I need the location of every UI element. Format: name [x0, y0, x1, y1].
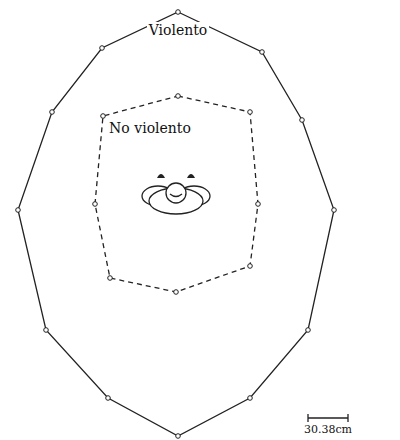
vertex-dot [50, 110, 55, 115]
octagon-outline [0, 0, 360, 440]
vertex-dot [300, 118, 305, 123]
zone-label: No violento [107, 120, 193, 137]
vertex-dot [101, 114, 106, 119]
scale-label: 30.38cm [304, 423, 352, 436]
figure-ear [157, 174, 165, 178]
vertex-dot [332, 208, 337, 213]
vertex-dot [108, 276, 113, 281]
vertex-dot [176, 10, 181, 15]
vertex-dot [248, 396, 253, 401]
non-violent-zone: No violento [92, 94, 262, 300]
scale-line [308, 417, 348, 418]
vertex-dot [93, 202, 98, 207]
vertex-dot [176, 434, 181, 439]
figure-head [166, 183, 186, 203]
vertex-dot [248, 264, 253, 269]
vertex-dot [176, 94, 181, 99]
figure-face [170, 194, 182, 197]
vertex-dot [100, 46, 105, 51]
vertex-dot [256, 202, 261, 207]
scale-tick [307, 414, 308, 422]
vertex-dot [306, 328, 311, 333]
zone-label: Violento [147, 22, 210, 39]
figure-ear [187, 174, 195, 178]
scale-tick [347, 414, 348, 422]
vertex-dot [248, 110, 253, 115]
vertex-dot [106, 396, 111, 401]
vertex-dot [44, 328, 49, 333]
vertex-dot [16, 208, 21, 213]
vertex-dot [260, 50, 265, 55]
vertex-dot [174, 290, 179, 295]
violent-zone: Violento No violento [0, 0, 360, 440]
